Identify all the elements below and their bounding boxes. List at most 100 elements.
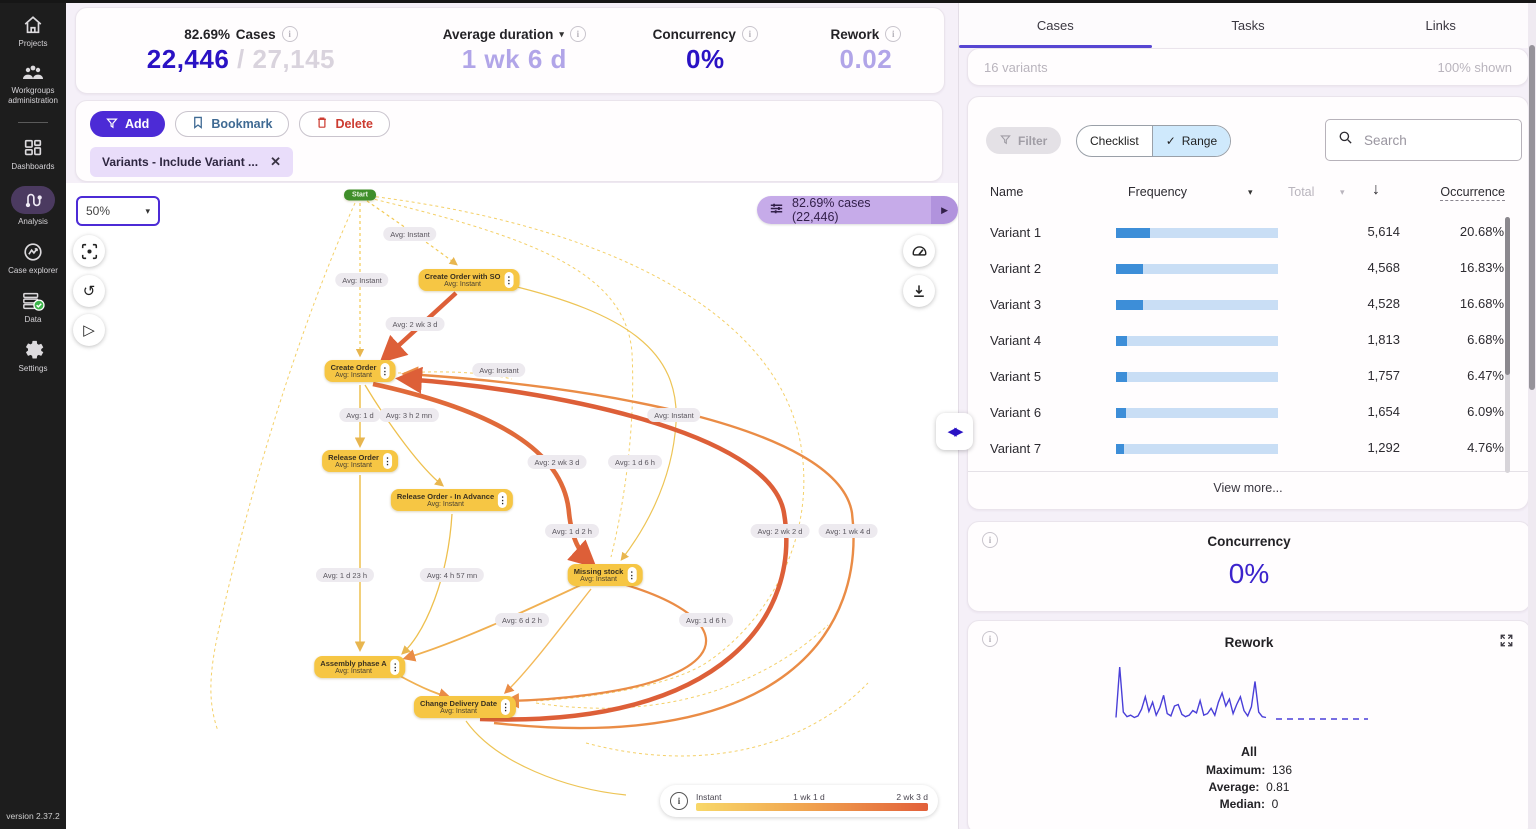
info-icon[interactable]: i [982, 631, 998, 647]
expand-fullscreen-icon[interactable] [1499, 633, 1514, 653]
center-view-button[interactable] [73, 235, 105, 267]
toggle-checklist[interactable]: Checklist [1077, 126, 1153, 156]
active-filter-chip[interactable]: Variants - Include Variant ... ✕ [90, 147, 293, 177]
expand-right-icon[interactable]: ▶ [931, 196, 958, 224]
chevron-down-icon[interactable]: ▾ [559, 28, 564, 39]
download-button[interactable] [903, 275, 935, 307]
add-button-label: Add [125, 117, 150, 131]
sidebar-item-dashboards[interactable]: Dashboards [1, 137, 65, 172]
rework-stat-value: 0.81 [1266, 780, 1290, 794]
variant-name: Variant 1 [990, 225, 1042, 240]
variant-occurrence-value: 4.76% [1467, 440, 1504, 455]
tab-cases[interactable]: Cases [959, 3, 1152, 48]
tab-links[interactable]: Links [1344, 3, 1536, 48]
edge-duration-label: Avg: 1 d 2 h [545, 524, 599, 538]
info-icon[interactable]: i [670, 792, 688, 810]
kpi-rework: Rework i 0.02 [788, 26, 944, 75]
node-avg-duration: Avg: Instant [427, 501, 464, 508]
variants-filter-button[interactable]: Filter [986, 127, 1062, 154]
info-icon[interactable]: i [982, 532, 998, 548]
info-icon[interactable]: i [741, 26, 758, 42]
search-input[interactable] [1362, 131, 1486, 149]
delete-button-label: Delete [335, 117, 373, 131]
page-scrollbar-thumb[interactable] [1529, 45, 1535, 390]
chevron-down-icon[interactable]: ▾ [1248, 187, 1253, 197]
sidebar-item-case-explorer[interactable]: Case explorer [1, 241, 65, 276]
node-metric-icon: ⋮ [380, 363, 390, 379]
frequency-bar-fill [1116, 444, 1124, 454]
toggle-range[interactable]: ✓ Range [1152, 126, 1231, 156]
info-icon[interactable]: i [885, 26, 902, 42]
variants-filter-label: Filter [1018, 133, 1048, 148]
flow-node-start[interactable]: Start [344, 189, 376, 201]
sidebar-item-analysis[interactable]: Analysis [1, 186, 65, 227]
process-map-edges [210, 195, 869, 796]
tab-tasks[interactable]: Tasks [1152, 3, 1345, 48]
page-scrollbar-track[interactable] [1528, 3, 1536, 829]
cases-value: 22,446 [146, 44, 230, 74]
column-header-occurrence[interactable]: Occurrence [1440, 185, 1505, 201]
window-top-edge [0, 0, 1536, 3]
sidebar-item-label: Case explorer [8, 266, 58, 275]
database-check-icon [21, 290, 45, 312]
sidebar-item-projects[interactable]: Projects [1, 14, 65, 49]
cases-label: Cases [235, 26, 276, 42]
close-icon[interactable]: ✕ [270, 154, 281, 169]
sort-descending-icon[interactable]: ↓ [1372, 181, 1380, 198]
column-header-total[interactable]: Total [1288, 185, 1315, 199]
info-icon[interactable]: i [569, 26, 586, 42]
variants-table-header: Name Frequency ▾ Total ▾ ↓ Occurrence [968, 181, 1528, 207]
variants-scrollbar-thumb[interactable] [1505, 217, 1510, 375]
sidebar-item-workgroups-administration[interactable]: Workgroups administration [1, 63, 65, 106]
reset-layout-button[interactable]: ↺ [73, 275, 105, 307]
delete-button[interactable]: Delete [299, 111, 390, 137]
sidebar-item-settings[interactable]: Settings [1, 339, 65, 374]
variants-meta-card: 16 variants 100% shown [967, 48, 1529, 86]
variants-card: Filter Checklist ✓ Range Name Frequency … [967, 96, 1529, 510]
frequency-bar-track [1116, 336, 1278, 346]
node-label: Change Delivery Date [419, 699, 498, 708]
play-animation-button[interactable]: ▷ [73, 314, 105, 346]
sidebar-item-data[interactable]: Data [1, 290, 65, 325]
center-focus-icon [81, 243, 97, 259]
variants-search [1325, 119, 1522, 161]
view-more-link[interactable]: View more... [1213, 481, 1283, 495]
variant-frequency-value: 1,654 [1367, 404, 1400, 419]
concurrency-card: i Concurrency 0% [967, 521, 1531, 612]
cases-filter-badge[interactable]: 82.69% cases (22,446) ▶ [757, 196, 958, 224]
add-filter-button[interactable]: Add [90, 111, 166, 137]
column-header-frequency[interactable]: Frequency [1128, 185, 1188, 199]
edge-duration-label: Avg: Instant [383, 227, 437, 241]
zoom-level-select[interactable]: 50% ▾ [76, 196, 160, 226]
column-header-name[interactable]: Name [990, 185, 1024, 199]
gear-icon [22, 339, 44, 361]
performance-mode-button[interactable] [903, 235, 935, 267]
legend-max-label: 2 wk 3 d [896, 791, 928, 802]
avg-duration-value: 1 wk 6 d [461, 44, 567, 74]
panel-collapse-handle[interactable]: ◀▶ [936, 413, 973, 450]
cases-total: / 27,145 [237, 44, 336, 74]
node-metric-icon: ⋮ [504, 272, 514, 288]
frequency-bar-fill [1116, 408, 1126, 418]
chevron-down-icon[interactable]: ▾ [1340, 187, 1345, 197]
duration-legend: i Instant 1 wk 1 d 2 wk 3 d [660, 785, 938, 817]
variant-occurrence-value: 6.68% [1467, 332, 1504, 347]
info-icon[interactable]: i [281, 26, 298, 42]
bookmark-button[interactable]: Bookmark [175, 111, 290, 137]
sidebar-item-label: Data [24, 315, 42, 324]
